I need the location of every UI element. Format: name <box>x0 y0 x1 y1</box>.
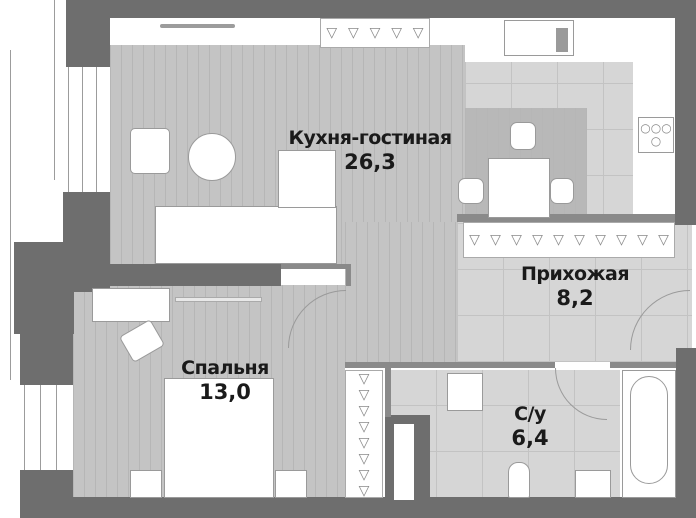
room-label-bathroom: С/у 6,4 <box>490 403 570 450</box>
wall-bath-left <box>385 362 391 417</box>
balcony-line <box>56 345 57 475</box>
wall-partition-stub <box>281 264 351 269</box>
corridor-floor <box>345 222 457 362</box>
dining-chair <box>550 178 574 204</box>
room-name: С/у <box>514 403 546 425</box>
wall-bottom <box>20 497 696 518</box>
room-label-living-kitchen: Кухня-гостиная 26,3 <box>262 127 478 174</box>
wall-top <box>66 0 696 18</box>
balcony-line <box>40 345 41 475</box>
wall-right <box>675 0 696 225</box>
hanger-icon: ▽ <box>391 25 402 41</box>
toilet <box>508 462 530 498</box>
hanger-icon: ▽ <box>348 25 359 41</box>
desk <box>92 288 170 322</box>
cooktop[interactable]: ○○○○ <box>638 117 674 153</box>
bed <box>164 378 274 498</box>
room-area: 8,2 <box>556 285 594 310</box>
hanger-icon: ▽ <box>369 25 381 41</box>
shaft-void <box>394 424 414 500</box>
round-table <box>188 133 236 181</box>
washbasin <box>575 470 611 498</box>
balcony-line <box>10 50 11 380</box>
burner-icon: ○ <box>650 134 662 148</box>
bathtub-inner <box>630 376 668 484</box>
wall-bedroom-left <box>20 285 73 385</box>
room-label-hallway: Прихожая 8,2 <box>500 263 650 310</box>
room-name: Спальня <box>181 357 269 379</box>
sofa <box>155 206 337 264</box>
balcony-line <box>82 65 83 195</box>
nightstand <box>275 470 307 498</box>
wall-partition-stub-v <box>346 264 351 286</box>
balcony-line <box>54 0 55 180</box>
hanger-icon: ▽ <box>412 25 424 41</box>
wall-bedroom-bottom-left <box>20 470 73 500</box>
balcony-line <box>96 65 97 195</box>
room-area: 6,4 <box>511 425 549 450</box>
burner-icon: ○ <box>640 121 651 135</box>
room-name: Кухня-гостиная <box>288 127 452 149</box>
wall-right-bath <box>676 348 696 518</box>
balcony-line <box>68 65 69 195</box>
dining-chair <box>510 122 536 150</box>
window-sill <box>160 24 235 28</box>
wall-bath-top-left <box>345 362 555 368</box>
dishwasher <box>556 28 568 52</box>
wardrobe-hallway: ▽▽▽▽▽▽▽▽▽▽ <box>463 222 675 258</box>
wall-living-bedroom <box>63 264 281 286</box>
nightstand <box>130 470 162 498</box>
room-area: 26,3 <box>344 149 396 174</box>
wall-bath-top-right <box>610 362 682 368</box>
wall-hall-kitchen <box>457 214 675 222</box>
wardrobe-bedroom: ▽▽▽▽▽▽▽▽ <box>345 370 383 498</box>
dining-chair <box>458 178 484 204</box>
armchair <box>130 128 170 174</box>
sofa-chaise <box>278 150 336 208</box>
hanger-icon: ▽ <box>326 25 338 41</box>
wall-top-left-block <box>66 0 110 67</box>
room-name: Прихожая <box>520 263 630 285</box>
burner-icon: ○ <box>650 121 662 135</box>
washing-machine <box>447 373 483 411</box>
room-area: 13,0 <box>199 379 251 404</box>
burner-icon: ○ <box>661 121 672 135</box>
wardrobe-living: ▽ ▽ ▽ ▽ ▽ <box>320 18 430 48</box>
dining-table <box>488 158 550 218</box>
room-label-bedroom: Спальня 13,0 <box>160 357 290 404</box>
balcony-line <box>24 345 25 515</box>
curtain-rail <box>175 297 262 302</box>
